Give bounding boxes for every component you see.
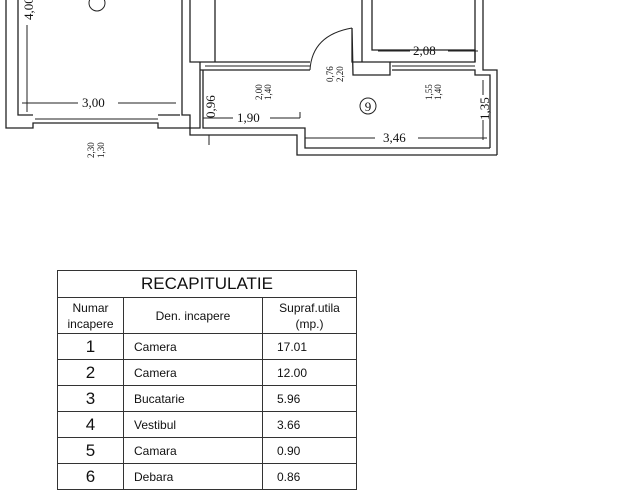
room-name: Camera [123, 359, 263, 386]
room-number: 3 [57, 385, 124, 412]
room-name: Vestibul [123, 411, 263, 438]
header-name: Den. incapere [123, 297, 263, 334]
dim-left-window-top: 2,30 [86, 142, 96, 158]
room-name: Camera [123, 333, 263, 360]
dim-left-width: 3,00 [82, 95, 105, 110]
dim-corridor-small: 0,96 [203, 95, 218, 118]
dim-window-mid-top: 2,00 [254, 84, 264, 100]
dim-window-right-top: 1,55 [424, 84, 434, 100]
room-number: 4 [57, 411, 124, 438]
dim-left-window-bottom: 1,30 [96, 142, 106, 158]
room-area: 0.86 [262, 463, 357, 490]
floor-plan: 4,00 3,00 2,30 1,30 0,96 1,90 2,00 1,40 … [5, 0, 498, 158]
table-title: RECAPITULATIE [57, 270, 357, 298]
room-number: 5 [57, 437, 124, 464]
room-label: 9 [365, 99, 372, 114]
dim-corridor-width: 1,90 [237, 110, 260, 125]
header-area-line1: Supraf.utila [279, 300, 340, 315]
dim-right-height: 1,35 [477, 97, 492, 120]
room-area: 17.01 [262, 333, 357, 360]
header-area: Supraf.utila(mp.) [262, 297, 357, 334]
dim-right-width: 2,08 [413, 43, 436, 58]
dim-bottom-width: 3,46 [383, 130, 406, 145]
dim-left-height: 4,00 [21, 0, 36, 20]
room-number: 1 [57, 333, 124, 360]
room-name: Bucatarie [123, 385, 263, 412]
room-area: 0.90 [262, 437, 357, 464]
room-number: 6 [57, 463, 124, 490]
dimension-labels: 4,00 3,00 2,30 1,30 0,96 1,90 2,00 1,40 … [21, 0, 492, 158]
room-area: 3.66 [262, 411, 357, 438]
room-number: 2 [57, 359, 124, 386]
room-label-circle [359, 97, 377, 115]
room-area: 5.96 [262, 385, 357, 412]
room-area: 12.00 [262, 359, 357, 386]
header-area-line2: (mp.) [295, 316, 324, 331]
dim-window-right-bottom: 1,40 [433, 84, 443, 100]
dim-window-mid-bottom: 1,40 [263, 84, 273, 100]
dim-door-top: 0,76 [325, 66, 335, 82]
walls [5, 0, 498, 156]
dim-door-bottom: 2,20 [335, 66, 345, 82]
header-number-line1: Numar [72, 300, 109, 315]
room-name: Camara [123, 437, 263, 464]
header-number-line2: incapere [67, 316, 114, 331]
room-name: Debara [123, 463, 263, 490]
